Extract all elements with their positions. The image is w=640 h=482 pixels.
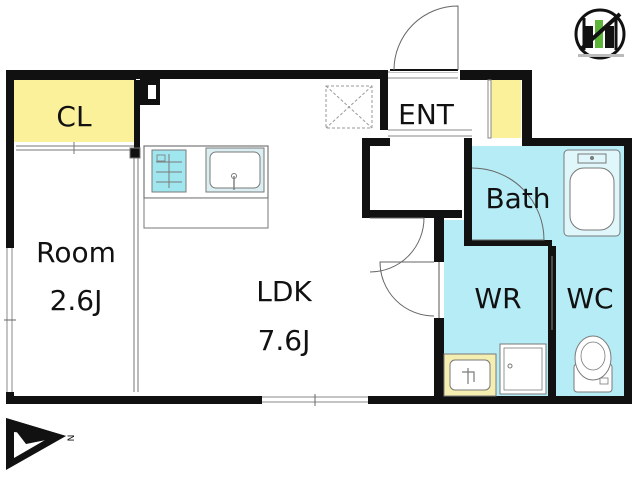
bathtub-icon [563, 149, 621, 237]
entrance-label: ENT [398, 98, 455, 131]
ldk-size: 7.6J [258, 324, 311, 357]
washbasin-icon [443, 353, 497, 397]
logo-icon [574, 8, 626, 60]
closet-label: CL [56, 100, 92, 133]
room-label: Room [36, 236, 116, 269]
entrance-floor [388, 79, 492, 139]
washer-pan-icon [499, 343, 547, 395]
compass-icon: N [6, 418, 77, 470]
compass-label: N [67, 435, 77, 442]
closet-floor [14, 80, 134, 142]
window-south [262, 394, 368, 406]
entrance-door [390, 5, 459, 72]
window-hall [388, 71, 458, 79]
hall-door [369, 217, 425, 273]
room-size: 2.6J [50, 284, 103, 317]
ldk-label: LDK [256, 275, 312, 308]
kitchen-counter [143, 145, 269, 229]
bath-label: Bath [485, 182, 550, 215]
sink-icon [205, 147, 265, 193]
stove-icon [151, 149, 187, 193]
toilet-icon [573, 335, 613, 393]
window-west [4, 248, 16, 392]
washroom-label: WR [474, 282, 521, 315]
closet-sliding-doors [16, 142, 134, 154]
entrance-shoe-storage [491, 80, 521, 138]
bath-door [471, 167, 545, 241]
refrigerator-space [325, 85, 373, 129]
washroom-door [379, 261, 444, 318]
room-sliding-doors [129, 147, 141, 392]
wc-label: WC [566, 282, 613, 315]
